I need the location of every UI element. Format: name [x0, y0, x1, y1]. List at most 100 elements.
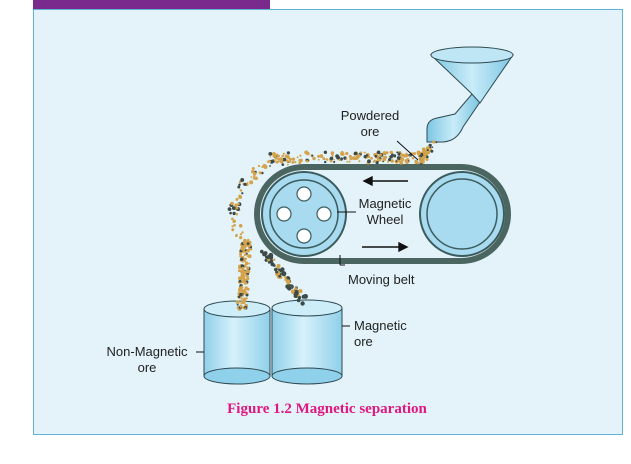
ore-particle	[275, 270, 279, 274]
ore-particle	[254, 176, 258, 181]
ore-particle	[382, 151, 387, 155]
header-accent-bar	[33, 0, 270, 9]
ore-particle	[244, 303, 247, 306]
ore-particle	[382, 157, 387, 162]
ore-particle	[273, 264, 276, 267]
ore-particle	[298, 158, 302, 162]
ore-particle	[269, 159, 274, 164]
ore-particle	[277, 154, 281, 158]
ore-particle	[241, 274, 246, 279]
ore-particle	[240, 257, 244, 262]
ore-particle	[293, 293, 298, 299]
ore-particle	[241, 231, 244, 234]
ore-particle	[243, 297, 246, 301]
ore-particle	[232, 211, 236, 216]
ore-particle	[300, 301, 305, 306]
ore-particle	[358, 160, 361, 163]
ore-particle	[273, 159, 276, 162]
ore-particle	[304, 150, 309, 155]
ore-particle	[295, 290, 298, 293]
ore-particle	[317, 158, 320, 161]
ore-particle	[273, 258, 276, 261]
ore-particle	[432, 140, 436, 144]
powdered-ore-label: ore	[361, 124, 380, 139]
ore-particle	[281, 271, 287, 277]
ore-particle	[269, 156, 272, 158]
non-magnetic-ore-label: Non-Magnetic	[107, 344, 188, 359]
ore-particle	[237, 185, 241, 189]
ore-particle	[305, 159, 309, 163]
ore-particle	[395, 160, 398, 162]
ore-particle	[296, 298, 301, 303]
ore-particle	[399, 153, 404, 157]
ore-particle	[229, 211, 232, 215]
ore-particle	[263, 165, 268, 169]
ore-particle	[238, 289, 241, 292]
ore-particle	[240, 285, 244, 289]
ore-particle	[246, 269, 251, 274]
ore-particle	[301, 294, 306, 299]
ore-particle	[241, 288, 244, 291]
wheel-magnet-hole	[296, 228, 312, 244]
ore-particle	[244, 261, 247, 264]
ore-particle	[239, 233, 243, 236]
ore-particle	[251, 169, 255, 174]
ore-particle	[414, 160, 419, 165]
ore-particle	[231, 218, 234, 221]
ore-particle	[290, 289, 296, 294]
figure-caption: Figure 1.2 Magnetic separation	[227, 401, 427, 417]
ore-particle	[250, 248, 253, 251]
ore-particle	[239, 289, 242, 292]
ore-particle	[287, 286, 292, 291]
ore-particle	[245, 274, 248, 277]
ore-particle	[400, 157, 405, 162]
ore-particle	[417, 152, 421, 156]
ore-particle	[388, 158, 392, 162]
magnetic-wheel-label: Wheel	[367, 212, 404, 227]
ore-particle	[247, 254, 252, 259]
magnetic-ore-tank	[271, 299, 343, 385]
powdered-ore-label: Powdered	[341, 108, 400, 123]
ore-particle	[280, 161, 282, 163]
ore-particle	[239, 235, 243, 240]
ore-particle	[353, 151, 358, 156]
ore-particle	[268, 255, 274, 260]
ore-particle	[235, 206, 239, 210]
ore-particle	[273, 267, 278, 272]
ore-particle	[329, 156, 334, 161]
ore-particle	[340, 157, 344, 161]
ore-particle	[285, 159, 289, 162]
ore-particle	[389, 155, 393, 159]
ore-particle	[233, 223, 236, 227]
ore-particle	[248, 262, 251, 265]
ore-particle	[419, 160, 422, 163]
ore-particle	[363, 154, 367, 159]
ore-particle	[232, 219, 236, 223]
ore-particle	[282, 157, 287, 162]
non-magnetic-ore-label: ore	[138, 360, 157, 375]
ore-particle	[335, 154, 339, 158]
ore-particle	[277, 270, 281, 274]
ore-particle	[284, 278, 288, 282]
ore-particle	[430, 149, 434, 153]
ore-particle	[246, 181, 249, 184]
ore-particle	[279, 157, 283, 161]
ore-particle	[238, 183, 241, 186]
ore-particle	[419, 152, 424, 157]
ore-particle	[227, 207, 232, 211]
ore-particle	[235, 300, 240, 304]
ore-particle	[278, 268, 282, 272]
ore-particle	[259, 249, 264, 254]
ore-particle	[294, 287, 298, 291]
ore-particle	[231, 228, 235, 232]
ore-particle	[237, 269, 241, 273]
ore-particle	[435, 141, 438, 144]
ore-particle	[345, 151, 349, 156]
ore-particle	[236, 303, 239, 306]
ore-particle	[286, 154, 290, 159]
ore-particle	[329, 159, 332, 162]
ore-particle	[257, 164, 261, 168]
ore-particle	[269, 165, 271, 167]
ore-particle	[239, 252, 243, 256]
ore-particle	[252, 177, 255, 180]
